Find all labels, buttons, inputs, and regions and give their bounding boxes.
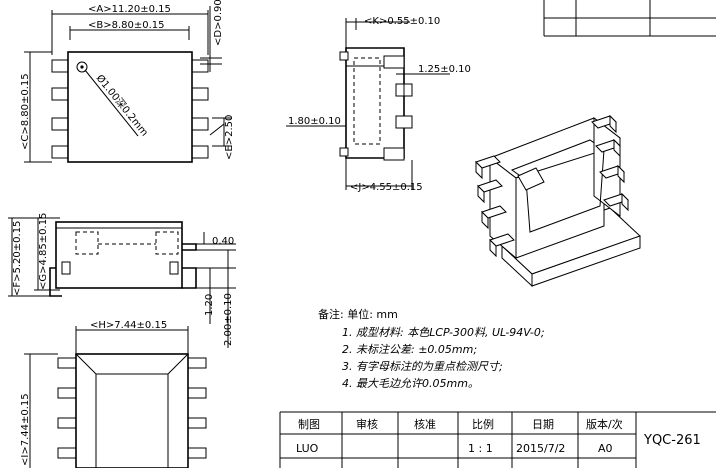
notes-header: 备注: 单位: mm: [318, 307, 398, 321]
dim-pin-height-label: 1.25±0.10: [418, 64, 471, 75]
note-item: 2. 未标注公差: ±0.05mm;: [342, 343, 477, 356]
dim-e-label: <E>2.50: [224, 115, 235, 160]
isometric-view: [475, 114, 641, 288]
top-view-body: [67, 51, 193, 163]
tb-header-version: 版本/次: [586, 417, 623, 431]
note-item: 4. 最大毛边允许0.05mm。: [342, 377, 479, 390]
dim-f-label: <F>5.20±0.15: [12, 221, 23, 296]
tb-header-drawn: 制图: [298, 418, 320, 431]
top-view: <A>11.20±0.15 <B>8.80±0.15 <D>0.90 Ø1.00…: [20, 0, 235, 163]
dim-lead-gap-label: 1.20: [204, 294, 215, 316]
tb-value-date: 2015/7/2: [516, 442, 565, 455]
dim-b-label: <B>8.80±0.15: [88, 20, 165, 31]
dim-hole-label: Ø1.00深0.2mm: [94, 72, 151, 138]
dim-lead-thick-label: 0.40: [212, 236, 234, 247]
dim-g-label: <G>4.85±0.15: [38, 213, 49, 290]
side-view-body: [55, 221, 183, 289]
dim-lead-total-label: 2.00±0.10: [223, 293, 234, 346]
note-item: 1. 成型材料: 本色LCP-300料, UL-94V-0;: [342, 326, 545, 339]
tb-value-drawn: LUO: [296, 442, 319, 455]
dim-j-label: <J>4.55±0.15: [350, 182, 423, 193]
tb-header-date: 日期: [532, 418, 554, 431]
note-item: 3. 有字母标注的为重点检测尺寸;: [342, 360, 503, 373]
section-view: <K>0.55±0.10 1.25±0.10 1.80±0.10 <J>4.55…: [286, 16, 471, 193]
part-number: YQC-261: [643, 433, 701, 448]
tb-header-approved: 核准: [414, 417, 436, 431]
dim-c-label: <C>8.80±0.15: [20, 73, 31, 150]
polarity-hole-icon: [76, 61, 88, 73]
side-view: <F>5.20±0.15 <G>4.85±0.15 0.40 1.20 2.00…: [8, 213, 236, 348]
dim-h-label: <H>7.44±0.15: [90, 320, 167, 331]
bottom-view-body: [75, 353, 189, 468]
revision-table: [543, 0, 716, 37]
dim-slot-offset-label: 1.80±0.10: [288, 116, 341, 127]
tb-header-scale: 比例: [472, 417, 494, 431]
dim-i-label: <I>7.44±0.15: [20, 393, 31, 466]
title-block: 制图 审核 核准 比例 日期 版本/次 LUO 1 : 1 2015/7/2 A…: [279, 411, 716, 468]
tb-value-scale: 1 : 1: [468, 442, 493, 455]
tb-header-checked: 审核: [356, 417, 378, 431]
dim-a-label: <A>11.20±0.15: [88, 4, 171, 15]
dim-k-label: <K>0.55±0.10: [364, 16, 440, 27]
bottom-view: <H>7.44±0.15 <I>7.44±0.15: [20, 320, 207, 468]
tb-value-version: A0: [598, 442, 613, 455]
dim-d-label: <D>0.90: [213, 0, 224, 46]
notes-block: 备注: 单位: mm 1. 成型材料: 本色LCP-300料, UL-94V-0…: [318, 307, 545, 390]
